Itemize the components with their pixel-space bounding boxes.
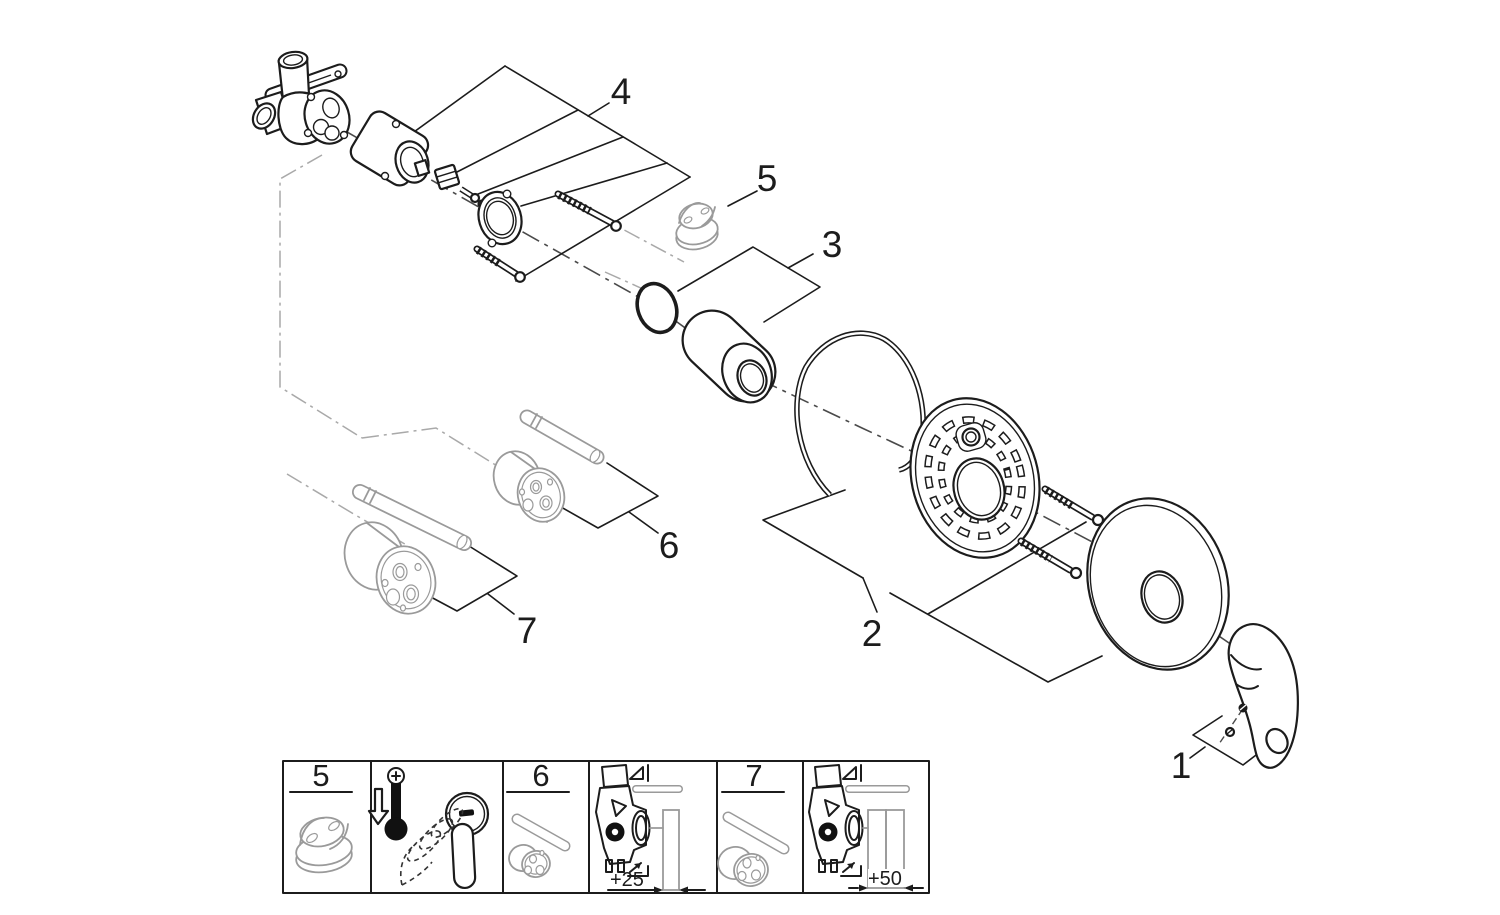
- extension-rod-part6: [519, 409, 605, 465]
- extension-set-part7: [343, 484, 472, 615]
- callout-6-label: 6: [659, 525, 680, 566]
- thermometer-icon: [384, 767, 408, 841]
- handle-screws: [1224, 703, 1248, 738]
- panel-6-label: 6: [532, 758, 549, 793]
- trim-screw-lower: [1017, 537, 1083, 580]
- cartridge-part7: [343, 521, 437, 615]
- mounting-flange-ring: [477, 189, 523, 248]
- callout-5-label: 5: [757, 158, 778, 199]
- panel-part7: 7: [717, 758, 790, 887]
- bracket-3: [677, 246, 821, 323]
- trim-screws: [1017, 485, 1105, 580]
- centerlines: [279, 127, 1256, 745]
- callout-1-label: 1: [1171, 745, 1192, 786]
- hand-icon: [400, 807, 464, 886]
- lever-handle: [1227, 623, 1299, 769]
- retaining-clip: [794, 330, 926, 497]
- cover-plate-escutcheon: [1086, 497, 1230, 671]
- panel-plus50: +50: [808, 764, 924, 892]
- callout-7-label: 7: [517, 610, 538, 651]
- panel-plus25: +25: [595, 764, 706, 894]
- panel-6-part-icon: [508, 813, 571, 878]
- callout-labels: 4 5 3 2 6 7 1: [517, 71, 1192, 786]
- rough-in-valve-body: [251, 50, 351, 146]
- flow-limiter-part5: [675, 202, 719, 251]
- valve-section-icon: [595, 764, 651, 877]
- sleeve-part3: [681, 309, 777, 404]
- panel-7-part-icon: [717, 811, 790, 887]
- cartridge-housing-group: [349, 110, 431, 187]
- panel-7-label: 7: [745, 758, 762, 793]
- wall-section-25: [662, 809, 680, 891]
- long-screw-lower: [473, 245, 526, 283]
- long-screws-group4: [473, 190, 622, 283]
- dim-plus-25: +25: [610, 869, 644, 891]
- leader-5: [727, 190, 758, 207]
- bracket-2: [762, 489, 1103, 683]
- spacer-part6: [492, 450, 566, 523]
- trim-screw-upper: [1041, 485, 1105, 527]
- callout-brackets: [406, 65, 1261, 766]
- panel-5-part-icon: [295, 816, 353, 874]
- bracket-1: [1189, 715, 1261, 766]
- panel-5-label: 5: [312, 758, 329, 793]
- bracket-4: [406, 65, 691, 282]
- dim-plus-50: +50: [868, 868, 902, 890]
- o-ring: [635, 281, 679, 335]
- trim-mounting-plate: [909, 397, 1041, 559]
- callout-4-label: 4: [611, 71, 632, 112]
- long-screw-upper: [554, 190, 622, 232]
- bracket-7: [428, 545, 518, 615]
- bracket-6: [560, 462, 659, 534]
- panel-part6: 6: [506, 758, 571, 878]
- arrow-down-icon: [367, 787, 390, 826]
- panel-cold-setting: [367, 767, 490, 890]
- callout-3-label: 3: [822, 224, 843, 265]
- wall-section-50-b: [885, 809, 905, 889]
- adapter-parts: [433, 163, 487, 209]
- callout-2-label: 2: [862, 613, 883, 654]
- extension-rod-part7: [352, 484, 472, 551]
- footer-instruction-strip: 5: [282, 758, 930, 894]
- extension-set-part6: [492, 409, 605, 523]
- panel-part5: 5: [289, 758, 353, 874]
- lever-front-view: [444, 791, 490, 890]
